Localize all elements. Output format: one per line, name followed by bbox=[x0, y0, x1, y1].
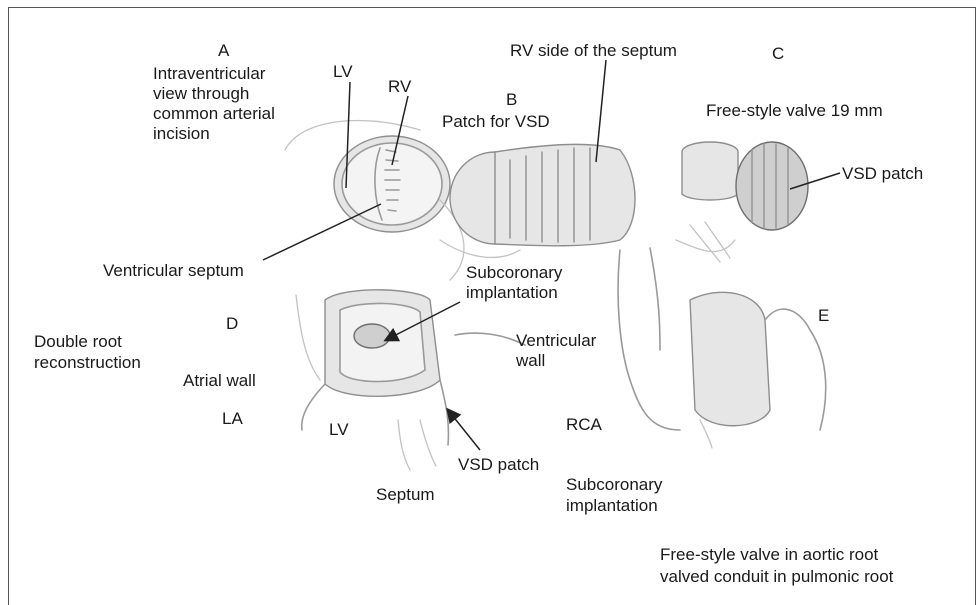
panel-d-la-label: LA bbox=[222, 408, 243, 429]
panel-d-ventricular-wall-line-2: wall bbox=[516, 350, 545, 371]
panel-d-ventricular-wall-line-1: Ventricular bbox=[516, 330, 596, 351]
panel-c-vsd-patch-label: VSD patch bbox=[842, 163, 923, 184]
panel-a-rv-label: RV bbox=[388, 76, 411, 97]
panel-d-subcoronary-line-2: implantation bbox=[466, 282, 558, 303]
panel-a-title-line-3: common arterial bbox=[153, 103, 275, 124]
panel-c-title: Free-style valve 19 mm bbox=[706, 100, 883, 121]
panel-a-title-line-4: incision bbox=[153, 123, 210, 144]
panel-c-drawing bbox=[676, 142, 808, 262]
panel-d-letter: D bbox=[226, 313, 238, 334]
panel-d-atrial-wall-label: Atrial wall bbox=[183, 370, 256, 391]
panel-e-caption-line-2: valved conduit in pulmonic root bbox=[660, 566, 893, 587]
panel-e-rca-label: RCA bbox=[566, 414, 602, 435]
panel-b-drawing bbox=[440, 144, 635, 257]
panel-a-title-line-2: view through bbox=[153, 83, 249, 104]
panel-d-title-line-1: Double root bbox=[34, 331, 122, 352]
leader-ventricular-septum bbox=[263, 204, 381, 260]
panel-d-title-line-2: reconstruction bbox=[34, 352, 141, 373]
panel-d-septum-label: Septum bbox=[376, 484, 435, 505]
panel-d-drawing bbox=[296, 290, 525, 470]
panel-a-letter: A bbox=[218, 40, 229, 61]
panel-d-subcoronary-line-1: Subcoronary bbox=[466, 262, 562, 283]
panel-a-title-line-1: Intraventricular bbox=[153, 63, 265, 84]
panel-e-letter: E bbox=[818, 305, 829, 326]
panel-b-letter: B bbox=[506, 89, 517, 110]
panel-a-lv-label: LV bbox=[333, 61, 353, 82]
panel-a-ventricular-septum-label: Ventricular septum bbox=[103, 260, 244, 281]
arrow-vsd-patch-d bbox=[448, 410, 480, 450]
panel-b-title: Patch for VSD bbox=[442, 111, 550, 132]
panel-b-rv-side-label: RV side of the septum bbox=[510, 40, 677, 61]
panel-e-subcoronary-line-2: implantation bbox=[566, 495, 658, 516]
panel-d-vsd-patch-label: VSD patch bbox=[458, 454, 539, 475]
panel-e-caption-line-1: Free-style valve in aortic root bbox=[660, 544, 878, 565]
panel-a-drawing bbox=[285, 120, 464, 280]
panel-e-subcoronary-line-1: Subcoronary bbox=[566, 474, 662, 495]
panel-c-letter: C bbox=[772, 43, 784, 64]
panel-d-lv-label: LV bbox=[329, 419, 349, 440]
panel-e-drawing bbox=[618, 248, 826, 448]
